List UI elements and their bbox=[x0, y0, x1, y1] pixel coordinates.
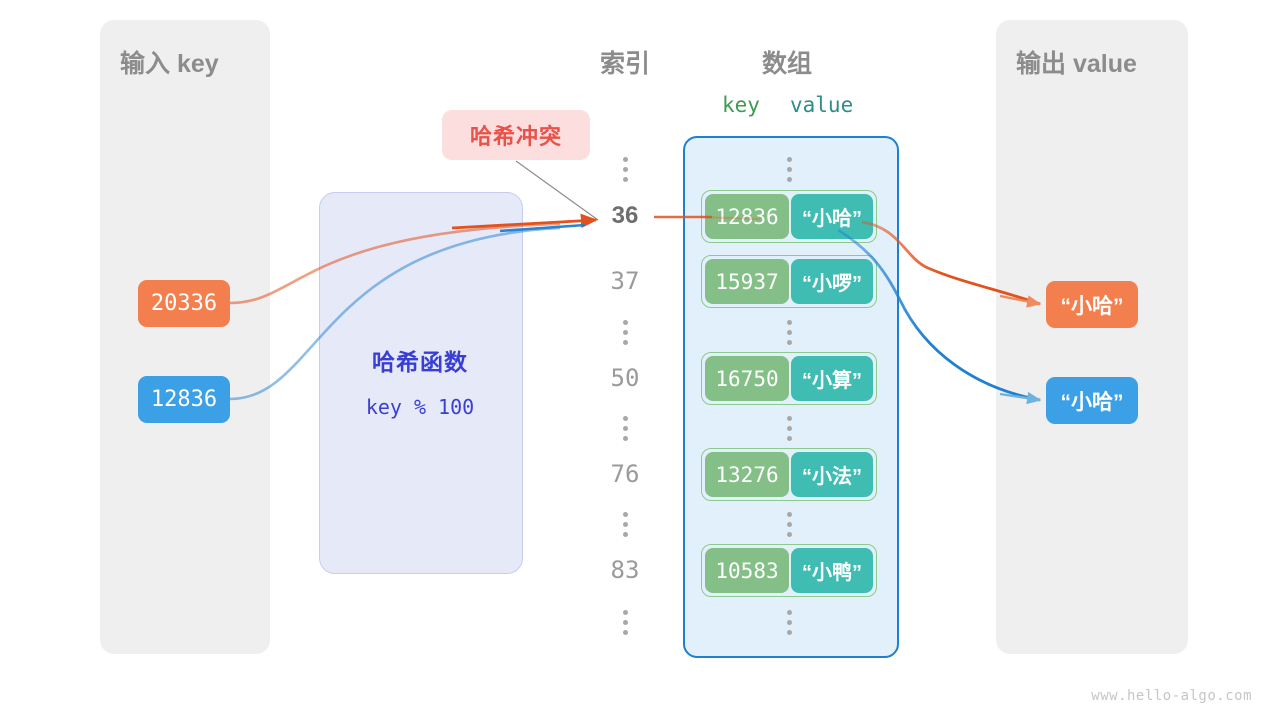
hash-function-box bbox=[319, 192, 523, 574]
entry-key: 13276 bbox=[705, 452, 789, 497]
index-ellipsis bbox=[578, 512, 672, 537]
input-panel-title: 输入 key bbox=[120, 50, 219, 78]
array-entry: 16750“小算” bbox=[701, 352, 877, 405]
index-cell-50: 50 bbox=[610, 364, 640, 392]
array-ellipsis bbox=[683, 416, 895, 441]
entry-value: “小鸭” bbox=[791, 548, 873, 593]
index-ellipsis bbox=[578, 610, 672, 635]
index-cell-76: 76 bbox=[610, 460, 640, 488]
watermark: www.hello-algo.com bbox=[1091, 688, 1252, 704]
entry-value: “小法” bbox=[791, 452, 873, 497]
hash-function-expression: key % 100 bbox=[365, 395, 475, 419]
index-ellipsis bbox=[578, 320, 672, 345]
array-ellipsis bbox=[683, 610, 895, 635]
array-ellipsis bbox=[683, 157, 895, 182]
input-key-chip-1: 12836 bbox=[138, 376, 230, 423]
array-column-header: 数组 bbox=[761, 50, 812, 78]
index-cell-36: 36 bbox=[611, 202, 639, 229]
output-value-chip-0: “小哈” bbox=[1046, 281, 1138, 328]
index-cell-37: 37 bbox=[610, 267, 640, 295]
index-ellipsis bbox=[578, 157, 672, 182]
entry-key: 15937 bbox=[705, 259, 789, 304]
array-ellipsis bbox=[683, 512, 895, 537]
array-entry: 13276“小法” bbox=[701, 448, 877, 501]
array-entry: 12836“小哈” bbox=[701, 190, 877, 243]
index-ellipsis bbox=[578, 416, 672, 441]
output-panel-title: 输出 value bbox=[1016, 50, 1137, 78]
input-key-chip-0: 20336 bbox=[138, 280, 230, 327]
hash-collision-badge: 哈希冲突 bbox=[442, 110, 590, 160]
array-ellipsis bbox=[683, 320, 895, 345]
entry-key: 12836 bbox=[705, 194, 789, 239]
input-panel bbox=[100, 20, 270, 654]
index-column-header: 索引 bbox=[599, 50, 650, 78]
entry-key: 16750 bbox=[705, 356, 789, 401]
entry-value: “小啰” bbox=[791, 259, 873, 304]
output-panel bbox=[996, 20, 1188, 654]
array-entry: 10583“小鸭” bbox=[701, 544, 877, 597]
entry-value: “小算” bbox=[791, 356, 873, 401]
key-column-label: key bbox=[722, 93, 760, 117]
entry-key: 10583 bbox=[705, 548, 789, 593]
array-entry: 15937“小啰” bbox=[701, 255, 877, 308]
value-column-label: value bbox=[790, 93, 854, 117]
output-value-chip-1: “小哈” bbox=[1046, 377, 1138, 424]
entry-value: “小哈” bbox=[791, 194, 873, 239]
index-cell-83: 83 bbox=[610, 556, 640, 584]
hash-function-label: 哈希函数 bbox=[372, 349, 468, 375]
